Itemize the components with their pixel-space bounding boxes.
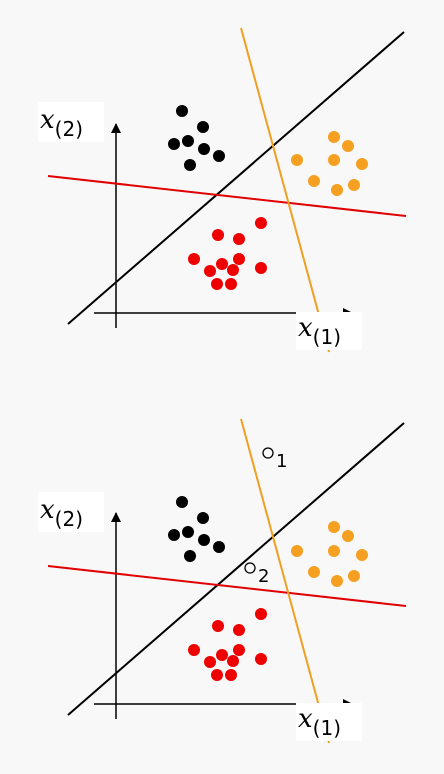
black-cluster bbox=[168, 105, 225, 171]
diagram-panel-bottom: 1 2 x(2) x(1) bbox=[38, 418, 407, 744]
red-point bbox=[227, 264, 239, 276]
black-point bbox=[197, 512, 209, 524]
red-point bbox=[211, 669, 223, 681]
red-point bbox=[225, 278, 237, 290]
x-axis-label: x(1) bbox=[298, 313, 341, 349]
x-axis-label: x(1) bbox=[298, 704, 341, 740]
test-point-1: 1 bbox=[262, 447, 287, 472]
black-point bbox=[176, 105, 188, 117]
orange-point bbox=[356, 158, 368, 170]
orange-separator-line bbox=[240, 418, 330, 744]
red-point bbox=[255, 653, 267, 665]
black-point bbox=[168, 529, 180, 541]
orange-cluster bbox=[291, 131, 368, 196]
black-point bbox=[176, 496, 188, 508]
orange-point bbox=[308, 566, 320, 578]
orange-point bbox=[348, 179, 360, 191]
black-point bbox=[197, 121, 209, 133]
orange-point bbox=[342, 140, 354, 152]
orange-point bbox=[331, 184, 343, 196]
diagram-panel-top: x(2) x(1) bbox=[38, 27, 407, 353]
black-separator-line bbox=[67, 422, 405, 716]
red-point bbox=[188, 253, 200, 265]
red-point bbox=[233, 644, 245, 656]
orange-point bbox=[331, 575, 343, 587]
black-point bbox=[213, 150, 225, 162]
red-cluster bbox=[188, 608, 267, 681]
black-point bbox=[198, 534, 210, 546]
orange-point bbox=[328, 154, 340, 166]
red-point bbox=[204, 656, 216, 668]
y-axis-label: x(2) bbox=[40, 495, 83, 531]
red-point bbox=[233, 233, 245, 245]
hollow-point-icon bbox=[262, 447, 274, 459]
orange-point bbox=[356, 549, 368, 561]
red-point bbox=[255, 262, 267, 274]
black-point bbox=[198, 143, 210, 155]
red-point bbox=[233, 624, 245, 636]
red-point bbox=[216, 258, 228, 270]
red-point bbox=[225, 669, 237, 681]
orange-cluster bbox=[291, 521, 368, 587]
orange-separator-line bbox=[240, 27, 330, 353]
black-point bbox=[182, 135, 194, 147]
red-point bbox=[227, 655, 239, 667]
red-point bbox=[204, 265, 216, 277]
red-point bbox=[255, 217, 267, 229]
orange-point bbox=[348, 570, 360, 582]
orange-point bbox=[328, 131, 340, 143]
test-point-label: 2 bbox=[258, 566, 269, 587]
red-point bbox=[212, 229, 224, 241]
black-point bbox=[213, 541, 225, 553]
test-point-label: 1 bbox=[276, 451, 287, 472]
red-point bbox=[211, 278, 223, 290]
red-point bbox=[255, 608, 267, 620]
orange-point bbox=[328, 521, 340, 533]
red-point bbox=[233, 253, 245, 265]
orange-point bbox=[308, 175, 320, 187]
black-point bbox=[184, 159, 196, 171]
black-point bbox=[184, 550, 196, 562]
red-separator-line bbox=[47, 565, 407, 607]
red-cluster bbox=[188, 217, 267, 290]
orange-point bbox=[291, 545, 303, 557]
red-separator-line bbox=[47, 175, 407, 217]
hollow-point-icon bbox=[244, 562, 256, 574]
orange-point bbox=[291, 154, 303, 166]
orange-point bbox=[328, 545, 340, 557]
red-point bbox=[188, 644, 200, 656]
black-point bbox=[168, 138, 180, 150]
orange-point bbox=[342, 530, 354, 542]
black-cluster bbox=[168, 496, 225, 562]
red-point bbox=[216, 649, 228, 661]
y-axis-label: x(2) bbox=[40, 105, 83, 141]
test-point-2: 2 bbox=[244, 562, 269, 587]
black-point bbox=[182, 526, 194, 538]
red-point bbox=[212, 620, 224, 632]
black-separator-line bbox=[67, 31, 405, 325]
